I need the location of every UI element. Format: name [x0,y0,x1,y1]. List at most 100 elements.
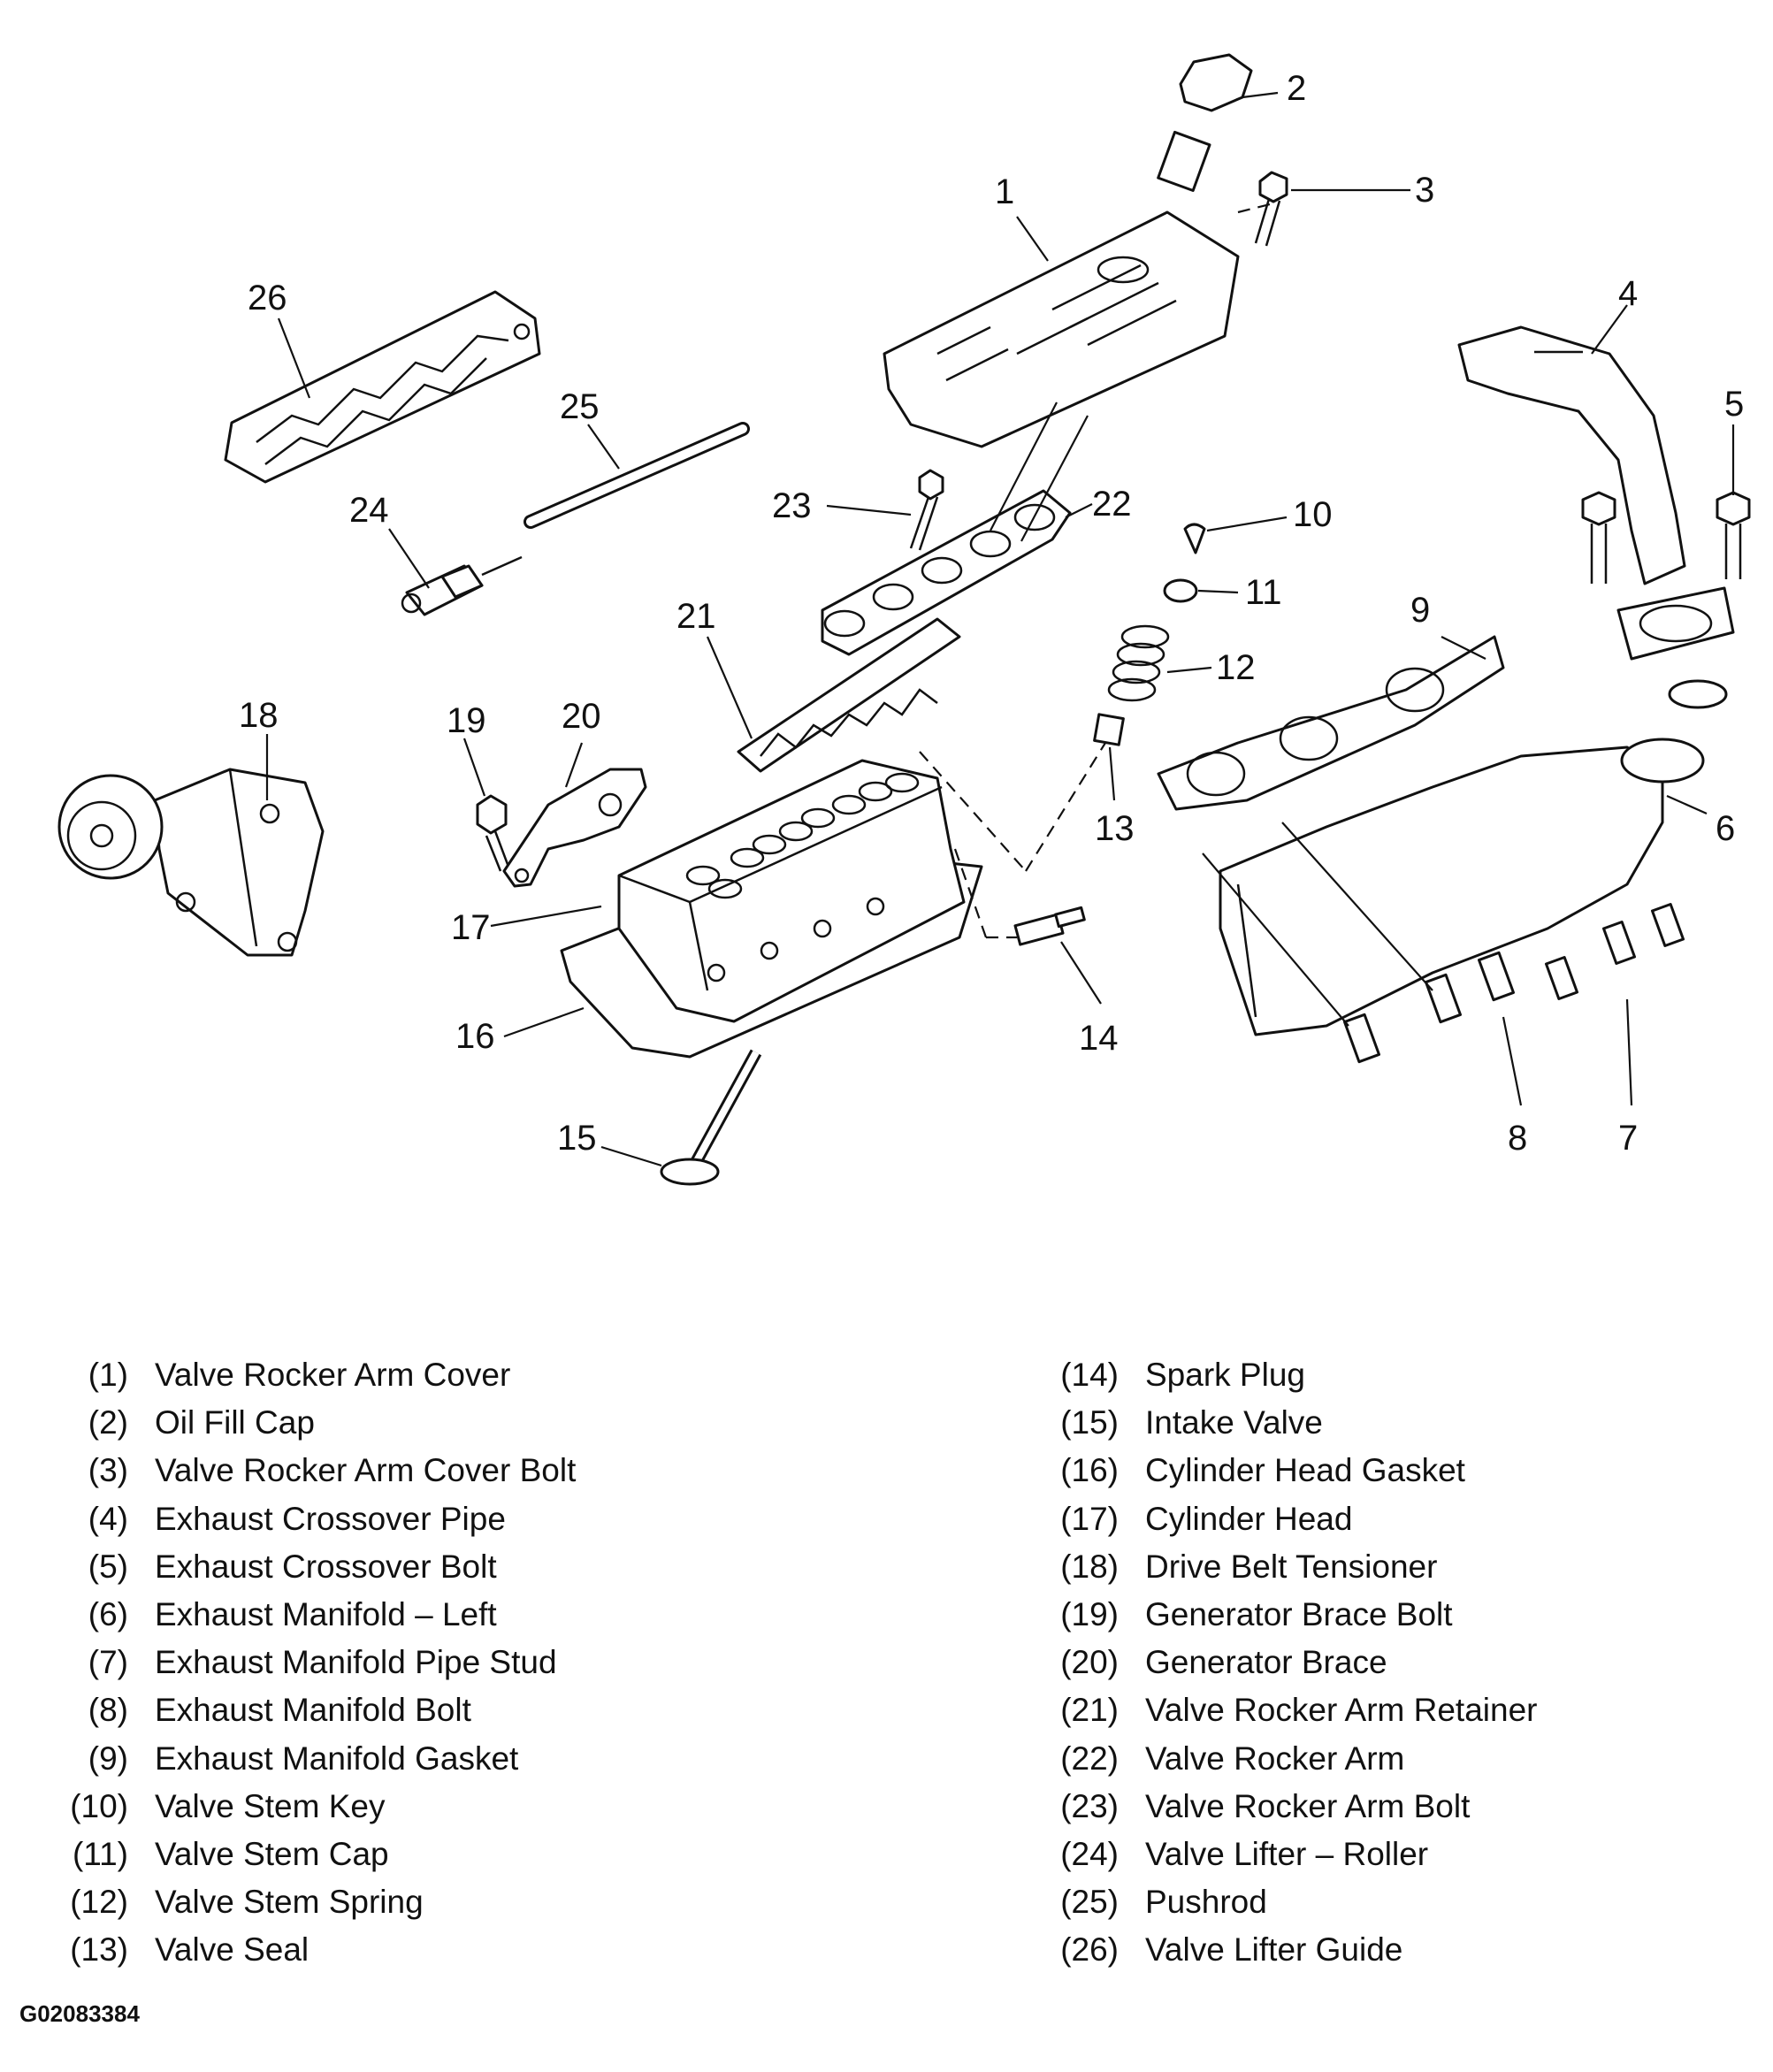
exhaust-crossover-bolt-drawing [1581,491,1751,584]
oil-fill-cap-drawing [1157,53,1253,192]
legend-item: (2)Oil Fill Cap [27,1399,911,1447]
callout-16: 16 [455,1017,495,1056]
legend-number: (12) [70,1884,128,1921]
exhaust-manifold-pipe-stud-drawing [1544,903,1685,1000]
callout-20: 20 [562,697,601,736]
generator-brace-drawing [502,768,647,888]
legend-item: (10) Valve Stem Key [27,1783,911,1831]
legend-number: (7) [88,1644,128,1681]
valve-spring-stack [685,772,920,899]
legend-number: (19) [1060,1595,1119,1632]
legend-part-name: Valve Rocker Arm Cover Bolt [155,1452,577,1489]
legend-number: (14) [1060,1357,1119,1393]
callout-19: 19 [447,701,486,740]
legend-number: (18) [1060,1548,1119,1585]
callout-18: 18 [239,696,279,735]
figure-id: G02083384 [19,2000,140,2027]
legend-item: (16) Cylinder Head Gasket [1017,1447,1760,1495]
legend-part-name: Generator Brace [1145,1644,1387,1681]
legend-number: (4) [88,1500,128,1537]
valve-stem-key-drawing [1183,523,1206,554]
callout-9: 9 [1410,591,1430,630]
legend-item: (11) Valve Stem Cap [27,1831,911,1878]
exhaust-manifold-gasket-drawing [1157,635,1505,811]
legend-number: (21) [1060,1692,1119,1729]
valve-rocker-arm-drawing [821,489,1072,656]
legend-number: (11) [72,1835,128,1872]
legend-item: (25)Pushrod [1017,1878,1760,1926]
callout-6: 6 [1716,809,1735,848]
legend-item: (15)Intake Valve [1017,1399,1760,1447]
legend-part-name: Exhaust Manifold Bolt [155,1692,471,1729]
legend-number: (23) [1060,1787,1119,1824]
legend-item: (19) Generator Brace Bolt [1017,1591,1760,1639]
callout-2: 2 [1287,69,1306,108]
callout-26: 26 [248,279,287,317]
legend-part-name: Cylinder Head [1145,1500,1353,1537]
legend-part-name: Exhaust Manifold Pipe Stud [155,1644,557,1681]
legend-number: (9) [88,1739,128,1777]
legend-item: (22)Valve Rocker Arm [1017,1735,1760,1783]
legend-part-name: Exhaust Crossover Bolt [155,1548,497,1585]
callout-12: 12 [1216,648,1256,687]
legend-item: (24)Valve Lifter – Roller [1017,1831,1760,1878]
legend-item: (21) Valve Rocker Arm Retainer [1017,1686,1760,1734]
spark-plug-drawing [1013,906,1086,946]
legend-item: (8) Exhaust Manifold Bolt [27,1686,911,1734]
legend-part-name: Valve Rocker Arm Retainer [1145,1692,1538,1729]
exhaust-manifold-bolt-drawing [1343,951,1515,1064]
legend-item: (20) Generator Brace [1017,1639,1760,1686]
legend-number: (1) [88,1357,128,1393]
legend-number: (16) [1060,1452,1119,1489]
legend-item: (9) Exhaust Manifold Gasket [27,1735,911,1783]
callout-11: 11 [1245,573,1282,612]
drive-belt-tensioner-drawing [57,768,325,957]
callout-8: 8 [1508,1119,1527,1158]
legend-column-left: (1)Valve Rocker Arm Cover (2)Oil Fill Ca… [27,1351,911,1974]
legend-part-name: Cylinder Head Gasket [1145,1452,1465,1489]
legend-number: (17) [1060,1500,1119,1537]
callout-7: 7 [1618,1119,1638,1158]
legend-part-name: Valve Stem Spring [155,1884,424,1921]
legend-number: (24) [1060,1835,1119,1872]
legend-part-name: Valve Stem Key [155,1787,386,1824]
intake-valve-drawing [660,1049,762,1186]
valve-stem-cap-drawing [1163,578,1198,603]
callout-10: 10 [1293,495,1333,534]
valve-stem-spring-drawing [1107,624,1170,702]
legend-part-name: Generator Brace Bolt [1145,1595,1453,1632]
legend-part-name: Drive Belt Tensioner [1145,1548,1438,1585]
generator-brace-bolt-drawing [476,794,510,872]
callout-24: 24 [349,491,389,530]
legend-number: (15) [1060,1404,1119,1441]
callout-5: 5 [1724,385,1744,424]
legend-item: (7) Exhaust Manifold Pipe Stud [27,1639,911,1686]
callout-13: 13 [1095,809,1135,848]
legend-item: (13)Valve Seal [27,1926,911,1974]
legend-number: (20) [1060,1644,1119,1681]
callout-3: 3 [1415,171,1434,210]
callout-22: 22 [1092,485,1132,524]
exhaust-crossover-pipe-drawing [1457,325,1735,709]
legend-part-name: Exhaust Manifold – Left [155,1595,497,1632]
legend-part-name: Valve Stem Cap [155,1835,389,1872]
legend-item: (3)Valve Rocker Arm Cover Bolt [27,1447,911,1495]
legend-item: (26)Valve Lifter Guide [1017,1926,1760,1974]
legend-item: (1)Valve Rocker Arm Cover [27,1351,911,1399]
callout-4: 4 [1618,274,1638,313]
valve-rocker-arm-cover-bolt-drawing [1254,171,1288,247]
legend-part-name: Exhaust Crossover Pipe [155,1500,506,1537]
legend-part-name: Exhaust Manifold Gasket [155,1739,519,1777]
legend-number: (13) [70,1931,128,1969]
cylinder-head-drawing [617,759,966,1023]
callout-14: 14 [1079,1019,1119,1058]
callout-15: 15 [557,1119,597,1158]
valve-lifter-roller-drawing [401,555,523,616]
legend-number: (25) [1060,1884,1119,1921]
legend-item: (5)Exhaust Crossover Bolt [27,1543,911,1591]
legend-number: (26) [1060,1931,1119,1969]
legend-number: (8) [88,1692,128,1729]
callout-23: 23 [772,486,812,525]
legend-number: (6) [88,1595,128,1632]
legend-number: (10) [70,1787,128,1824]
